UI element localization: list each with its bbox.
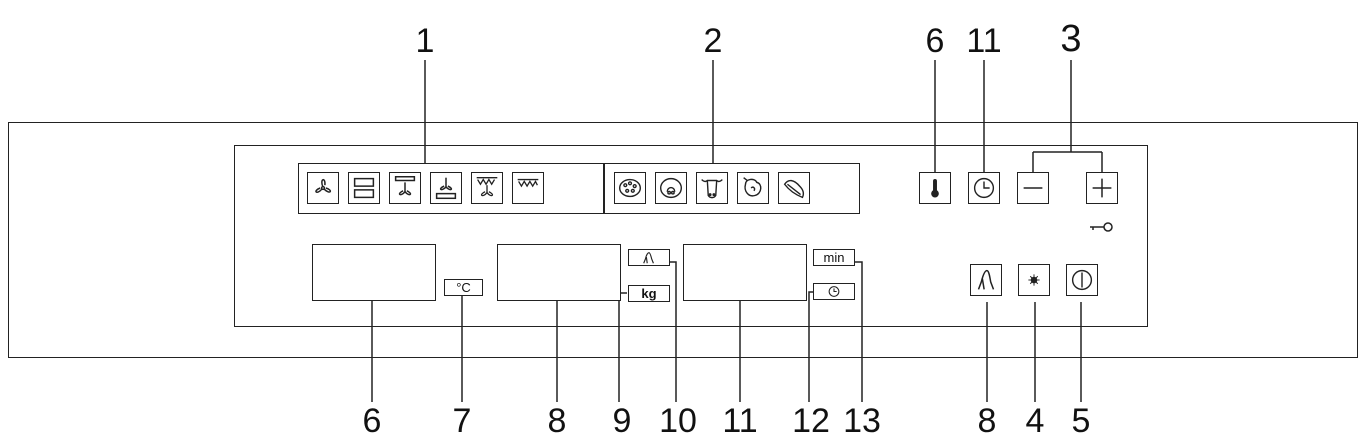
- pizza-icon: [618, 178, 642, 198]
- fan-icon: [315, 179, 331, 193]
- clock-icon: [973, 177, 995, 199]
- plus-icon: [1092, 178, 1112, 198]
- fish-icon: [783, 179, 805, 199]
- grill-fan-button[interactable]: [471, 172, 503, 204]
- pork-button[interactable]: [737, 172, 769, 204]
- weight-program-button[interactable]: [970, 264, 1002, 296]
- callout-1: 1: [415, 22, 435, 60]
- mode-button-group: [298, 163, 604, 214]
- grill-fan-icon: [476, 177, 498, 197]
- program-button-group: [604, 163, 860, 214]
- min-indicator: min: [813, 249, 855, 266]
- key-icon: [1090, 222, 1113, 232]
- grill-icon: [517, 178, 539, 188]
- poultry-icon: [659, 177, 683, 199]
- callout-8-bottom: 8: [547, 402, 567, 440]
- clock-indicator-icon: [828, 286, 840, 297]
- poultry-button[interactable]: [655, 172, 687, 204]
- callout-7: 7: [452, 402, 472, 440]
- clock-button[interactable]: [968, 172, 1000, 204]
- callout-4: 4: [1025, 402, 1045, 440]
- fish-button[interactable]: [778, 172, 810, 204]
- light-icon: [1028, 274, 1040, 286]
- top-bottom-heat-icon: [353, 177, 375, 199]
- bottom-heat-fan-icon: [435, 177, 457, 200]
- celsius-indicator: °C: [444, 279, 483, 296]
- beef-icon: [701, 179, 723, 199]
- callout-3: 3: [1060, 18, 1082, 60]
- control-fascia: [234, 145, 1148, 327]
- callout-12: 12: [792, 402, 830, 440]
- weight-display: [497, 244, 621, 301]
- power-button[interactable]: [1066, 264, 1098, 296]
- weight-program-indicator-icon: [643, 252, 654, 264]
- light-button[interactable]: [1018, 264, 1050, 296]
- top-heat-fan-icon: [394, 176, 416, 196]
- pizza-button[interactable]: [614, 172, 646, 204]
- beef-button[interactable]: [696, 172, 728, 204]
- minus-icon: [1023, 187, 1043, 189]
- pork-icon: [743, 177, 762, 197]
- temperature-display: [312, 244, 436, 301]
- callout-6-top: 6: [925, 22, 945, 60]
- callout-5: 5: [1071, 402, 1091, 440]
- oven-control-panel: [8, 122, 1358, 358]
- temperature-button[interactable]: [919, 172, 951, 204]
- top-heat-fan-button[interactable]: [389, 172, 421, 204]
- clock-indicator: [813, 283, 855, 300]
- weight-program-icon: [977, 269, 995, 290]
- callout-2: 2: [703, 22, 723, 60]
- top-bottom-heat-button[interactable]: [348, 172, 380, 204]
- callout-8-right: 8: [977, 402, 997, 440]
- power-icon: [1071, 269, 1093, 291]
- callout-10: 10: [659, 402, 697, 440]
- kg-indicator: kg: [628, 285, 670, 302]
- fan-button[interactable]: [307, 172, 339, 204]
- minus-button[interactable]: [1017, 172, 1049, 204]
- grill-button[interactable]: [512, 172, 544, 204]
- callout-6-bottom: 6: [362, 402, 382, 440]
- callout-11-bottom: 11: [722, 402, 758, 440]
- weight-program-indicator: [628, 249, 670, 266]
- callout-11-top: 11: [966, 22, 1002, 60]
- plus-button[interactable]: [1086, 172, 1118, 204]
- thermometer-icon: [931, 179, 939, 198]
- bottom-heat-fan-button[interactable]: [430, 172, 462, 204]
- callout-9: 9: [612, 402, 632, 440]
- time-display: [683, 244, 807, 301]
- callout-13: 13: [843, 402, 881, 440]
